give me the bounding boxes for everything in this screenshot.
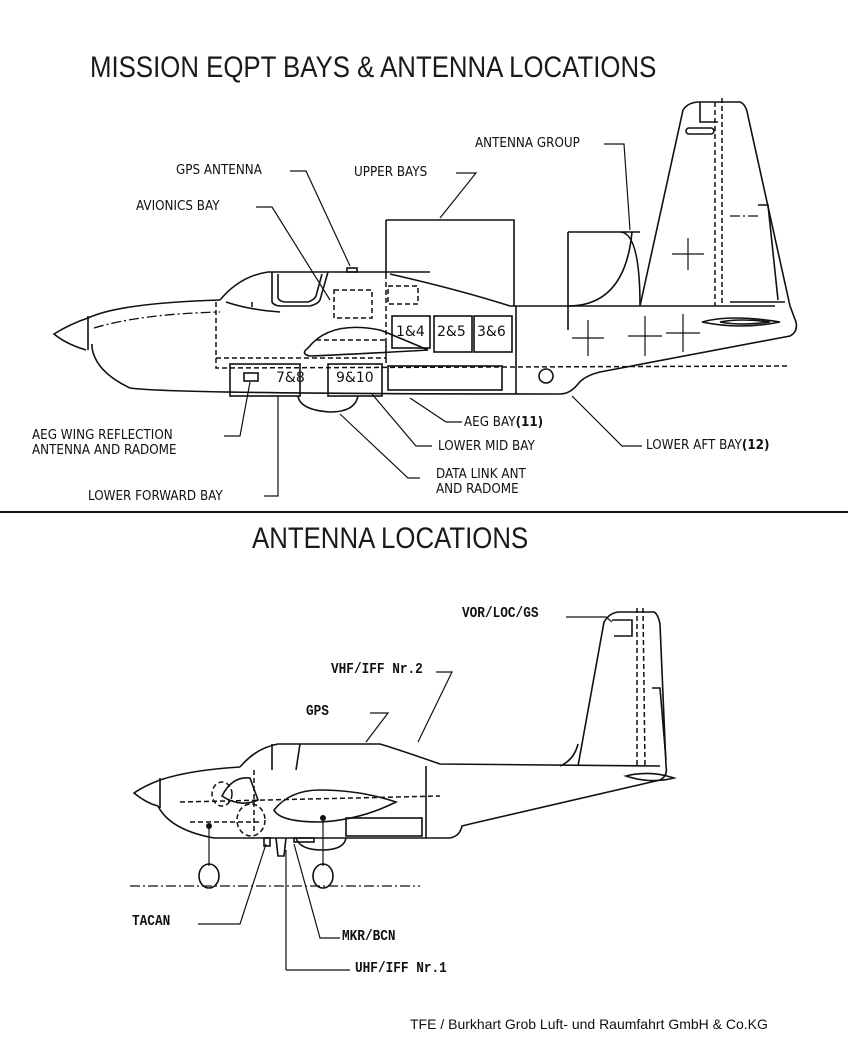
vhf-iff-nr2-label: VHF/IFF Nr.2 xyxy=(331,661,423,678)
antenna-group-label: ANTENNA GROUP xyxy=(475,136,580,151)
bottom-leader-lines xyxy=(198,616,613,971)
bottom-diagram-title: ANTENNA LOCATIONS xyxy=(252,522,529,555)
bay-7-8-number: 7&8 xyxy=(276,370,305,386)
avionics-bay-label: AVIONICS BAY xyxy=(136,199,220,214)
aeg-wing-reflection-label-line2: ANTENNA AND RADOME xyxy=(32,443,177,458)
top-diagram-title: MISSION EQPT BAYS & ANTENNA LOCATIONS xyxy=(90,51,657,84)
section-divider xyxy=(0,511,848,513)
bay-9-10-number: 9&10 xyxy=(336,370,374,386)
bay-1-4-number: 1&4 xyxy=(396,324,425,340)
aeg-bay-label: AEG BAY(11) xyxy=(464,415,544,430)
bay-3-6-number: 3&6 xyxy=(477,324,506,340)
gps-label: GPS xyxy=(306,703,329,720)
lower-aft-bay-label: LOWER AFT BAY(12) xyxy=(646,438,770,453)
top-aircraft-outline xyxy=(52,98,798,413)
bay-2-5-number: 2&5 xyxy=(437,324,466,340)
lower-mid-bay-label: LOWER MID BAY xyxy=(438,439,535,454)
mkr-bcn-label: MKR/BCN xyxy=(342,928,396,945)
tacan-label: TACAN xyxy=(132,913,171,930)
vor-loc-gs-label: VOR/LOC/GS xyxy=(462,605,539,622)
upper-bays-label: UPPER BAYS xyxy=(354,165,428,180)
data-link-label-line1: DATA LINK ANT xyxy=(436,467,526,482)
top-leader-lines xyxy=(224,143,642,497)
credit-text: TFE / Burkhart Grob Luft- und Raumfahrt … xyxy=(410,1016,768,1032)
bottom-aircraft-outline xyxy=(130,607,677,889)
data-link-label-line2: AND RADOME xyxy=(436,482,519,497)
gps-antenna-label: GPS ANTENNA xyxy=(176,163,262,178)
aeg-wing-reflection-label-line1: AEG WING REFLECTION xyxy=(32,428,173,443)
lower-forward-bay-label: LOWER FORWARD BAY xyxy=(88,489,223,504)
uhf-iff-nr1-label: UHF/IFF Nr.1 xyxy=(355,960,447,977)
